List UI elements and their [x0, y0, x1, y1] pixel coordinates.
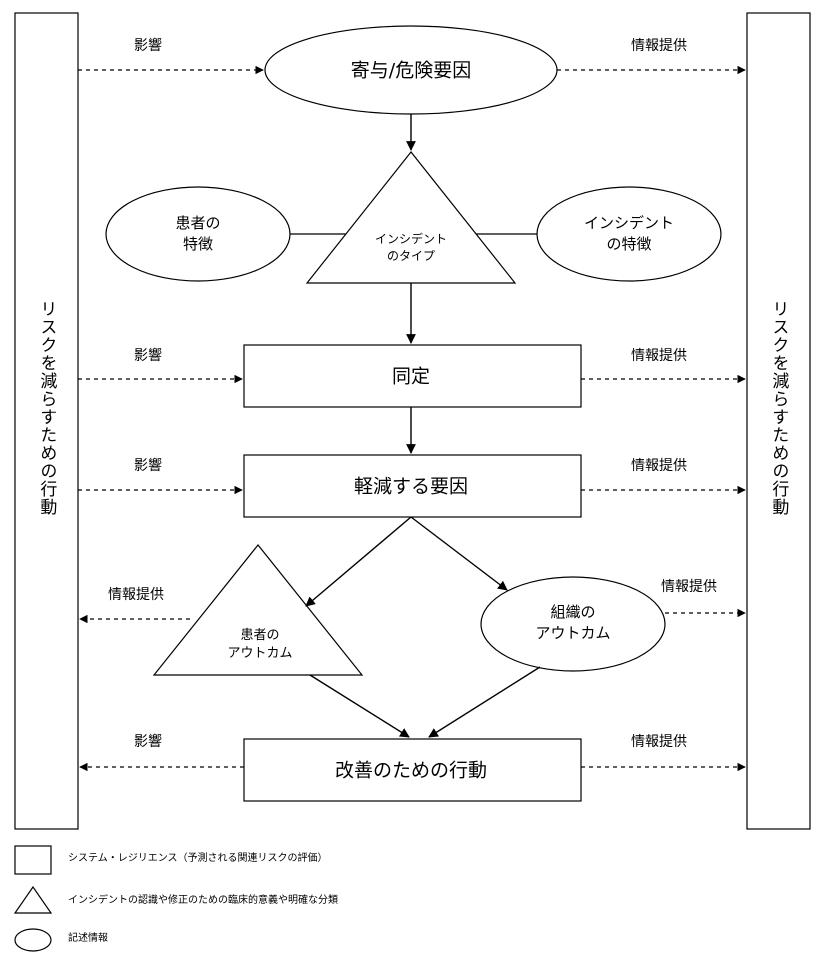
legend-rectangle-symbol	[14, 845, 52, 875]
arrow-mitigating-to-org-outcome	[410, 516, 508, 591]
informs-label-row2: 情報提供	[631, 348, 687, 364]
patient-characteristics-node	[105, 186, 291, 282]
ameliorating-actions-node	[243, 738, 582, 802]
influence-label-row1: 影響	[134, 38, 162, 54]
informs-label-org-outcome: 情報提供	[661, 579, 717, 595]
patient-characteristics-label-2: 特徴	[182, 235, 214, 253]
incident-type-label-1: インシデント	[374, 231, 448, 246]
organizational-outcome-node	[480, 576, 666, 672]
influence-label-row3: 影響	[134, 458, 162, 474]
incident-type-label-2: のタイプ	[386, 248, 436, 263]
patient-outcome-label-1: 患者の	[240, 628, 280, 644]
mitigating-factors-node	[243, 454, 582, 518]
ameliorating-actions-label: 改善のための行動	[334, 759, 488, 782]
legend-ellipse-text: 記述情報	[68, 933, 108, 944]
legend-triangle-text: インシデントの認識や修正のための臨床的意義や明確な分類	[68, 895, 338, 906]
legend-rectangle-text: システム・レジリエンス（予測される関連リスクの評価）	[68, 853, 328, 864]
right-column-label: リスクを減らすための行動	[768, 300, 789, 516]
arrow-org-outcome-to-actions	[428, 666, 541, 738]
patient-outcome-node	[152, 544, 364, 676]
influence-label-row2: 影響	[134, 348, 162, 364]
influence-label-row5: 影響	[134, 734, 162, 750]
patient-characteristics-label-1: 患者の	[175, 214, 221, 232]
informs-label-row5: 情報提供	[631, 734, 687, 750]
arrow-mitigating-to-patient-outcome	[305, 516, 412, 607]
patient-outcome-label-2: アウトカム	[227, 646, 293, 662]
right-action-column	[746, 12, 811, 830]
informs-label-row3: 情報提供	[631, 458, 687, 474]
legend-triangle-symbol	[13, 885, 53, 914]
informs-label-row1: 情報提供	[631, 38, 687, 54]
legend-ellipse-symbol	[14, 928, 52, 952]
mitigating-factors-label: 軽減する要因	[353, 475, 469, 498]
left-column-label: リスクを減らすための行動	[36, 300, 57, 516]
organizational-outcome-label-1: 組織の	[550, 603, 596, 621]
incident-characteristics-label-2: の特徴	[606, 235, 652, 253]
detection-node	[243, 344, 582, 408]
incident-characteristics-label-1: インシデント	[583, 214, 675, 232]
informs-label-patient-outcome: 情報提供	[108, 587, 164, 603]
organizational-outcome-label-2: アウトカム	[535, 624, 611, 642]
incident-characteristics-node	[536, 186, 722, 282]
detection-label: 同定	[391, 365, 431, 388]
contributing-factors-label: 寄与/危険要因	[350, 59, 472, 82]
incident-type-node	[305, 151, 517, 284]
left-action-column	[14, 12, 79, 830]
arrow-patient-outcome-to-actions	[309, 674, 410, 738]
